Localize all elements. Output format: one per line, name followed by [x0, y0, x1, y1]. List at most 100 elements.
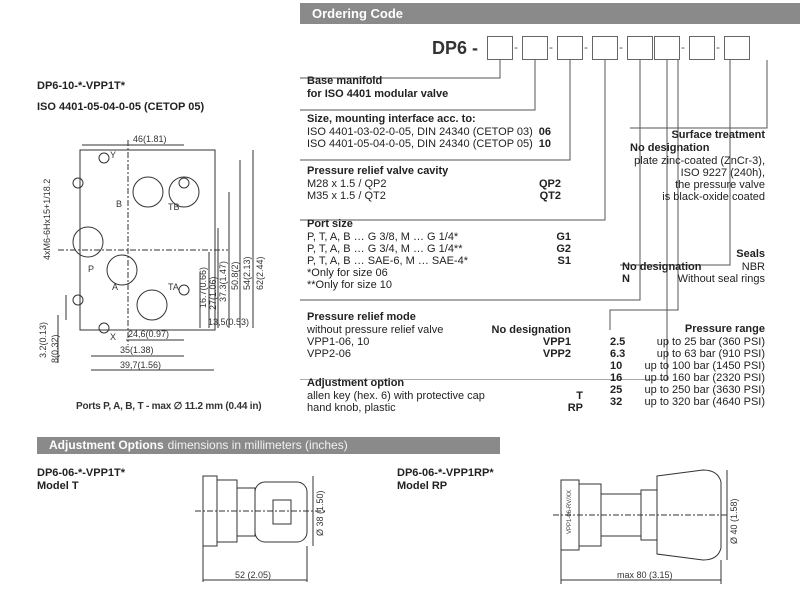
- manifold-drawing: 46(1.81) 4xM6-6Hx15+1/18.2 62(2.44) 54(2…: [38, 134, 265, 371]
- port-label-b: B: [116, 199, 122, 209]
- code-box-2: [522, 36, 548, 60]
- model-t-drawing: Ø 38 (1.50) 52 (2.05): [195, 475, 325, 582]
- dim-508: 50.8(2): [230, 261, 240, 290]
- ports-note: Ports P, A, B, T - max ∅ 11.2 mm (0.44 i…: [76, 401, 262, 412]
- base-manifold-title: Base manifold: [307, 75, 383, 87]
- dim-27: 27(1.06): [208, 276, 218, 310]
- model-t-length: 52 (2.05): [235, 570, 271, 580]
- ordering-connector-lines: [300, 60, 768, 380]
- code-dash: -: [549, 40, 553, 54]
- relief-mode-title: Pressure relief mode: [307, 311, 416, 323]
- code-dash: -: [514, 40, 518, 54]
- dim-246: 24,6(0.97): [128, 329, 169, 339]
- dim-35: 35(1.38): [120, 345, 154, 355]
- code-box-6: [654, 36, 680, 60]
- dim-373: 37.3(1.47): [218, 261, 228, 302]
- surface-desc-line: is black-oxide coated: [662, 191, 765, 203]
- manifold-iso-standard: ISO 4401-05-04-0-05 (CETOP 05): [37, 101, 205, 113]
- code-box-1: [487, 36, 513, 60]
- model-t-diameter: Ø 38 (1.50): [315, 490, 325, 536]
- port-label-a: A: [112, 282, 118, 292]
- ordering-code-title: Ordering Code: [312, 6, 404, 21]
- dim-397: 39,7(1.56): [120, 360, 161, 370]
- ordering-code-header: Ordering Code: [300, 3, 800, 24]
- model-t-label: Model T: [37, 480, 79, 492]
- surface-desc-line: the pressure valve: [675, 179, 765, 191]
- adjustment-options-title: Adjustment Options: [49, 438, 164, 452]
- size-option: ISO 4401-05-04-0-05, DIN 24340 (CETOP 05…: [307, 138, 551, 150]
- adjustment-title: Adjustment option: [307, 377, 405, 389]
- dim-62: 62(2.44): [255, 256, 265, 290]
- dim-135: 13,5(0.53): [208, 317, 249, 327]
- section-cavity: Pressure relief valve cavity M28 x 1.5 /…: [307, 165, 561, 202]
- code-box-4: [592, 36, 618, 60]
- port-label-y: Y: [110, 150, 116, 160]
- dim-32: 3.2(0.13): [38, 322, 48, 358]
- base-manifold-subtitle: for ISO 4401 modular valve: [307, 88, 449, 100]
- dim-46: 46(1.81): [133, 134, 167, 144]
- section-relief-mode: Pressure relief mode without pressure re…: [307, 311, 571, 360]
- model-rp-name: DP6-06-*-VPP1RP*: [397, 467, 494, 479]
- port-label-ta: TA: [168, 282, 179, 292]
- port-size-option: P, T, A, B … SAE-6, M … SAE-4*S1: [307, 255, 571, 267]
- code-dash: -: [681, 40, 685, 54]
- ordering-code-prefix: DP6 -: [432, 38, 479, 58]
- section-port-size: Port size P, T, A, B … G 3/8, M … G 1/4*…: [307, 218, 571, 291]
- port-size-option: P, T, A, B … G 3/4, M … G 1/4**G2: [307, 243, 571, 255]
- surface-title: Surface treatment: [671, 129, 765, 141]
- pressure-range-title: Pressure range: [684, 323, 765, 335]
- port-size-title: Port size: [307, 218, 353, 230]
- port-size-option: P, T, A, B … G 3/8, M … G 1/4*G1: [307, 231, 571, 243]
- port-label-x: X: [110, 332, 116, 342]
- surface-desc-line: plate zinc-coated (ZnCr-3),: [634, 155, 765, 167]
- code-dash: -: [619, 40, 623, 54]
- dim-thread: 4xM6-6Hx15+1/18.2: [42, 179, 52, 260]
- port-size-note: *Only for size 06: [307, 267, 388, 279]
- size-option: ISO 4401-03-02-0-05, DIN 24340 (CETOP 03…: [307, 126, 551, 138]
- dim-8: 8(0.32): [50, 334, 60, 363]
- model-t-name: DP6-06-*-VPP1T*: [37, 467, 126, 479]
- code-box-7: [689, 36, 715, 60]
- code-box-3: [557, 36, 583, 60]
- model-rp-length: max 80 (3.15): [617, 570, 673, 580]
- model-rp-drawing: VPP1-06-RV/XX Ø 40 (1.58) max 80 (3.15): [553, 469, 739, 584]
- size-title: Size, mounting interface acc. to:: [307, 113, 476, 125]
- port-label-p: P: [88, 264, 94, 274]
- code-box-8: [724, 36, 750, 60]
- section-base-manifold: Base manifold for ISO 4401 modular valve: [307, 75, 577, 101]
- port-label-tb: TB: [168, 202, 180, 212]
- code-dash: -: [584, 40, 588, 54]
- dim-54: 54(2.13): [242, 256, 252, 290]
- port-size-note: **Only for size 10: [307, 279, 392, 291]
- surface-desc-line: ISO 9227 (240h),: [680, 167, 765, 179]
- seals-title: Seals: [736, 248, 765, 260]
- code-box-5: [627, 36, 653, 60]
- surface-default: No designation: [630, 142, 710, 154]
- adjustment-options-subtitle: dimensions in millimeters (inches): [167, 438, 348, 452]
- manifold-model-name: DP6-10-*-VPP1T*: [37, 80, 126, 92]
- model-rp-label: Model RP: [397, 480, 448, 492]
- section-surface: Surface treatment No designation plate z…: [610, 129, 765, 203]
- model-rp-body-text: VPP1-06-RV/XX: [567, 490, 573, 534]
- model-rp-diameter: Ø 40 (1.58): [729, 498, 739, 544]
- cavity-title: Pressure relief valve cavity: [307, 165, 449, 177]
- section-adjustment: Adjustment option allen key (hex. 6) wit…: [307, 377, 583, 414]
- section-size: Size, mounting interface acc. to: ISO 44…: [307, 113, 551, 150]
